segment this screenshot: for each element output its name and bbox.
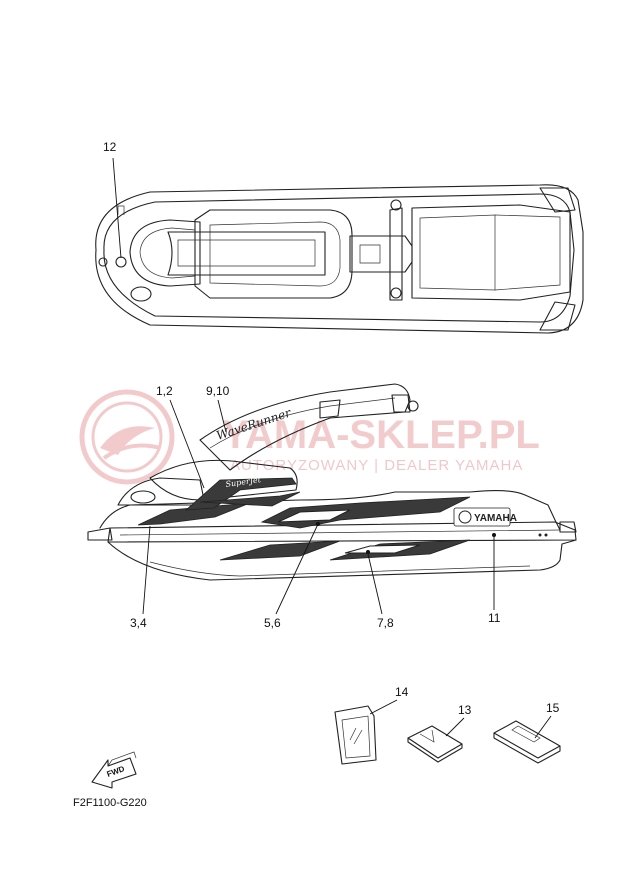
callout-3-4-leader	[142, 525, 151, 615]
callout-1-2: 1,2	[156, 384, 173, 398]
callout-15: 15	[546, 701, 560, 715]
yamaha-badge: YAMAHA	[453, 507, 517, 527]
yamaha-brand-text: YAMAHA	[474, 513, 517, 524]
callout-11: 11	[488, 611, 501, 625]
callout-5-6: 5,6	[264, 616, 281, 630]
callout-15-leader	[534, 715, 552, 739]
decal-7-8-a	[219, 540, 341, 561]
callout-9-10: 9,10	[206, 384, 230, 398]
fwd-arrow-icon: FWD	[91, 751, 137, 789]
callout-12: 12	[103, 140, 117, 154]
callout-13-leader	[445, 717, 465, 737]
watermark-subtitle: AUTORYZOWANY | DEALER YAMAHA	[230, 457, 523, 474]
callout-14: 14	[395, 685, 409, 699]
callout-13: 13	[458, 703, 472, 717]
callout-9-10-leader	[217, 399, 227, 433]
watermark-title: YAMA-SKLEP.PL	[222, 413, 540, 457]
callout-1-2-leader	[169, 399, 205, 489]
callout-12-leader	[112, 157, 122, 259]
part-15-strap	[493, 720, 561, 764]
callout-7-8: 7,8	[377, 616, 394, 630]
watermark: YAMA-SKLEP.PL AUTORYZOWANY | DEALER YAMA…	[79, 389, 540, 485]
callout-7-8-leader	[367, 553, 383, 615]
loose-parts: 14 13 15	[334, 685, 561, 765]
callout-14-leader	[369, 699, 398, 715]
top-view-watercraft: 12	[95, 140, 584, 334]
decal-3-4	[137, 502, 251, 526]
part-code: F2F1100-G220	[73, 797, 147, 809]
callout-5-6-leader	[275, 523, 319, 615]
part-14-pouch	[334, 705, 377, 765]
watermark-logo	[79, 389, 175, 485]
callout-3-4: 3,4	[130, 616, 147, 630]
part-13-case	[407, 725, 463, 763]
